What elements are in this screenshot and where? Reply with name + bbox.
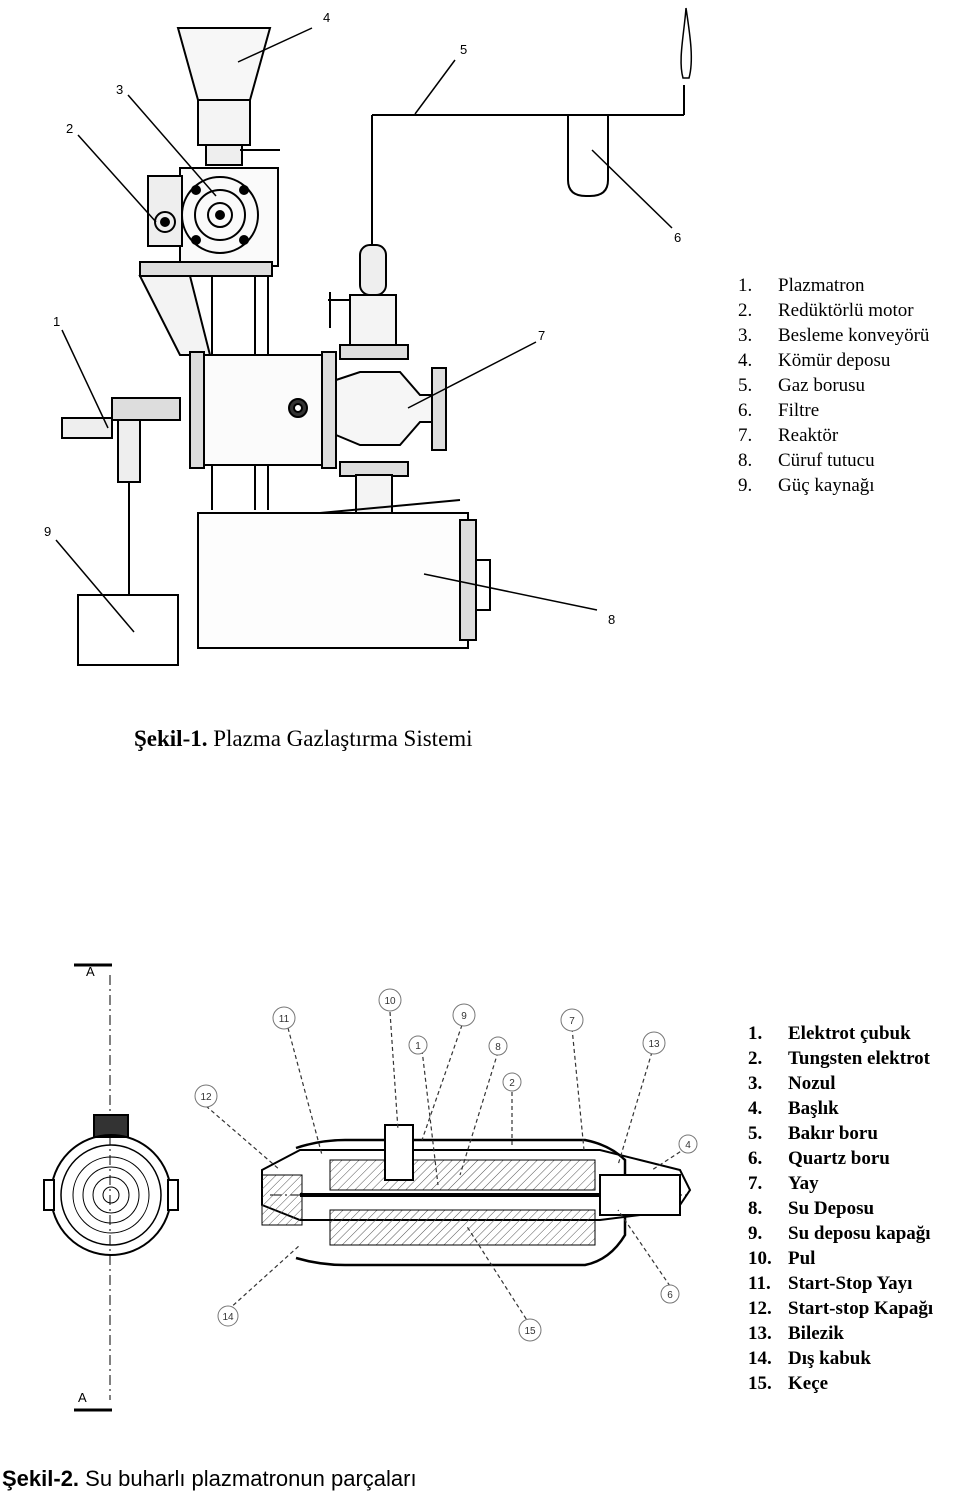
legend-item: 14.Dış kabuk — [748, 1348, 871, 1369]
legend-item: 8.Cüruf tutucu — [738, 450, 875, 471]
callout-10: 10 — [384, 996, 396, 1007]
callout-1: 1 — [53, 314, 60, 329]
feed-conveyor — [139, 167, 279, 277]
legend-item: 15.Keçe — [748, 1373, 829, 1394]
cross-section — [261, 1124, 692, 1267]
slag-catcher — [197, 499, 491, 649]
callout-4: 4 — [685, 1140, 691, 1151]
filter — [567, 115, 609, 197]
geared-motor — [147, 175, 183, 247]
legend-item: 9.Su deposu kapağı — [748, 1223, 931, 1244]
callout-8: 8 — [608, 612, 615, 627]
figure2-legend: 1.Elektrot çubuk 2.Tungsten elektrot 3.N… — [748, 1021, 933, 1396]
figure1-caption-label: Şekil-1. — [134, 726, 208, 751]
callout-6: 6 — [674, 230, 681, 245]
legend-item: 7.Yay — [748, 1173, 819, 1194]
callout-8: 8 — [495, 1042, 501, 1053]
callout-3: 3 — [116, 82, 123, 97]
callout-9: 9 — [44, 524, 51, 539]
legend-item: 10.Pul — [748, 1248, 816, 1269]
coal-hopper — [176, 27, 280, 166]
legend-item: 4.Başlık — [748, 1098, 839, 1119]
legend-item: 4.Kömür deposu — [738, 350, 891, 371]
callout-14: 14 — [222, 1312, 234, 1323]
figure2-caption-text: Su buharlı plazmatronun parçaları — [79, 1466, 417, 1491]
legend-item: 9.Güç kaynağı — [738, 475, 875, 496]
callout-7: 7 — [538, 328, 545, 343]
legend-item: 2.Redüktörlü motor — [738, 300, 914, 321]
legend-item: 7.Reaktör — [738, 425, 839, 446]
plasmatron — [61, 397, 181, 595]
figure2-caption-label: Şekil-2. — [2, 1466, 80, 1491]
callout-13: 13 — [648, 1039, 660, 1050]
callout-12: 12 — [200, 1092, 212, 1103]
legend-item: 1.Elektrot çubuk — [748, 1023, 911, 1044]
section-marker-top: A — [86, 964, 95, 979]
reactor — [189, 244, 447, 516]
callout-4: 4 — [323, 10, 330, 25]
legend-item: 1.Plazmatron — [738, 275, 865, 296]
figure2-caption: Şekil-2. Su buharlı plazmatronun parçala… — [2, 1466, 417, 1492]
end-view — [43, 1114, 179, 1256]
legend-item: 12.Start-stop Kapağı — [748, 1298, 934, 1319]
legend-item: 2.Tungsten elektrot — [748, 1048, 930, 1069]
legend-item: 3.Besleme konveyörü — [738, 325, 930, 346]
figure2-callouts — [194, 988, 698, 1342]
legend-item: 5.Gaz borusu — [738, 375, 866, 396]
power-supply — [77, 594, 179, 666]
figure1-legend: 1.Plazmatron 2.Redüktörlü motor 3.Beslem… — [738, 273, 929, 498]
legend-item: 5.Bakır boru — [748, 1123, 878, 1144]
legend-item: 8.Su Deposu — [748, 1198, 875, 1219]
section-marker-bottom: A — [78, 1390, 87, 1405]
legend-item: 3.Nozul — [748, 1073, 836, 1094]
callout-1: 1 — [415, 1041, 421, 1052]
callout-2: 2 — [509, 1078, 515, 1089]
figure1-caption-text: Plazma Gazlaştırma Sistemi — [207, 726, 473, 751]
callout-15: 15 — [524, 1326, 536, 1337]
legend-item: 6.Quartz boru — [748, 1148, 890, 1169]
callout-7: 7 — [569, 1016, 575, 1027]
callout-2: 2 — [66, 121, 73, 136]
callout-5: 5 — [460, 42, 467, 57]
callout-6: 6 — [667, 1290, 673, 1301]
gas-pipe — [371, 7, 693, 245]
callout-11: 11 — [279, 1014, 290, 1025]
legend-item: 11.Start-Stop Yayı — [748, 1273, 913, 1294]
callout-9: 9 — [461, 1011, 467, 1022]
figure1-caption: Şekil-1. Plazma Gazlaştırma Sistemi — [134, 726, 473, 752]
figure1-drawing: 4 5 3 2 6 1 7 9 8 — [44, 7, 693, 666]
legend-item: 6.Filtre — [738, 400, 820, 421]
legend-item: 13.Bilezik — [748, 1323, 844, 1344]
